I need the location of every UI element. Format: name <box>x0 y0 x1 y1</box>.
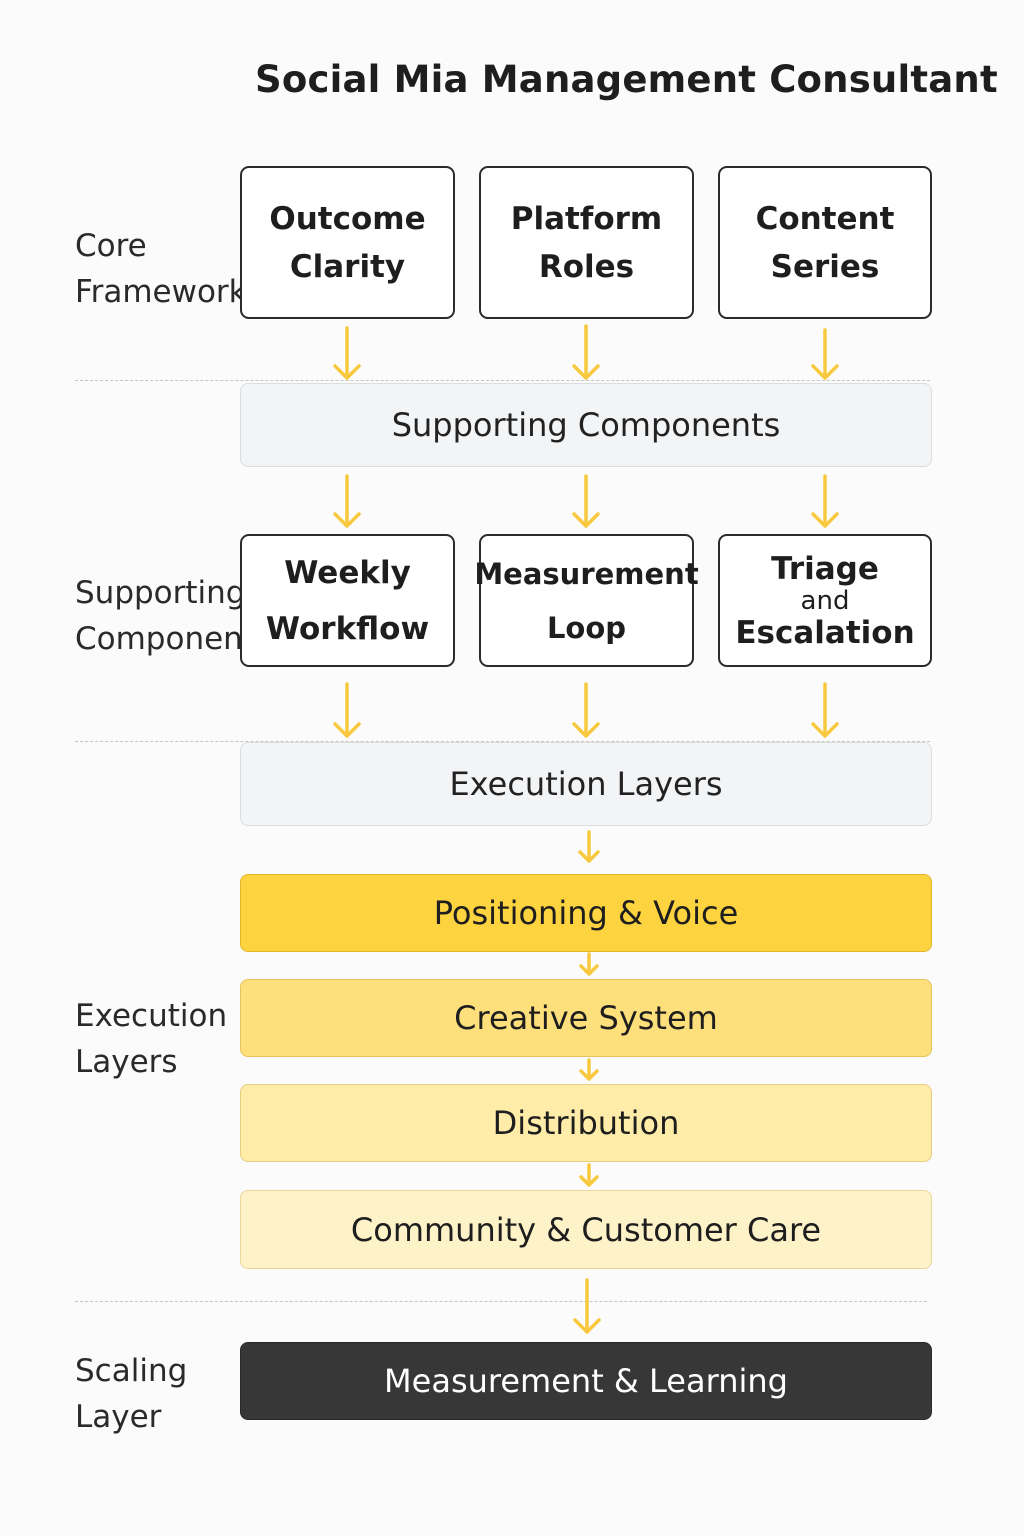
arrow-head <box>579 1175 599 1187</box>
section-divider <box>75 1301 927 1302</box>
arrow-head <box>572 364 600 380</box>
arrow-head <box>579 964 599 976</box>
support-box-triage-escalation: Triage and Escalation <box>718 534 932 667</box>
row-label-core-framework: Core Framework <box>75 223 247 315</box>
arrow-head <box>811 722 839 738</box>
layer-community-customer-care: Community & Customer Care <box>240 1190 932 1269</box>
supporting-components-header: Supporting Components <box>240 383 932 467</box>
row-label-line: Layer <box>75 1399 162 1435</box>
box-label-line: Clarity <box>289 248 406 285</box>
arrow-head <box>811 364 839 380</box>
row-label-line: Core <box>75 228 147 264</box>
arrow-head <box>578 850 600 863</box>
row-label-line: Supporting <box>75 575 246 611</box>
arrow-head <box>573 1318 601 1334</box>
row-label-execution-layers: Execution Layers <box>75 993 227 1085</box>
scaling-layer-measurement-learning: Measurement & Learning <box>240 1342 932 1420</box>
box-label-line: Outcome <box>269 200 426 237</box>
box-label-line: Weekly <box>284 554 411 591</box>
arrow-head <box>333 512 361 528</box>
arrow-head <box>572 512 600 528</box>
arrow-head <box>333 722 361 738</box>
box-label-line: Workflow <box>265 610 430 647</box>
box-label-line: Loop <box>546 610 627 645</box>
layer-creative-system: Creative System <box>240 979 932 1057</box>
row-label-scaling-layer: Scaling Layer <box>75 1348 187 1440</box>
core-box-outcome-clarity: Outcome Clarity <box>240 166 455 319</box>
arrow-head <box>572 722 600 738</box>
core-box-platform-roles: Platform Roles <box>479 166 694 319</box>
row-label-line: Execution <box>75 998 228 1034</box>
arrow-head <box>579 1069 599 1081</box>
box-label-line: Platform <box>510 200 663 237</box>
box-label-line: Content <box>755 200 895 237</box>
execution-layers-header: Execution Layers <box>240 742 932 826</box>
layer-positioning-voice: Positioning & Voice <box>240 874 932 952</box>
box-label-line: and <box>800 585 850 616</box>
box-label-line: Triage <box>771 550 879 587</box>
section-divider <box>75 741 930 742</box>
layer-distribution: Distribution <box>240 1084 932 1162</box>
row-label-line: Layers <box>75 1044 178 1080</box>
row-label-line: Scaling <box>75 1353 188 1389</box>
row-label-line: Framework <box>75 274 247 310</box>
box-label-line: Escalation <box>735 614 915 651</box>
box-label-line: Roles <box>538 248 635 285</box>
core-box-content-series: Content Series <box>718 166 932 319</box>
arrow-head <box>811 512 839 528</box>
support-box-measurement-loop: Measurement Loop <box>474 534 699 667</box>
section-divider <box>75 380 930 381</box>
diagram-title: Social Mia Management Consultant <box>255 58 998 101</box>
support-box-weekly-workflow: Weekly Workflow <box>240 534 455 667</box>
arrow-head <box>333 364 361 380</box>
box-label-line: Measurement <box>474 556 699 591</box>
box-label-line: Series <box>770 248 880 285</box>
